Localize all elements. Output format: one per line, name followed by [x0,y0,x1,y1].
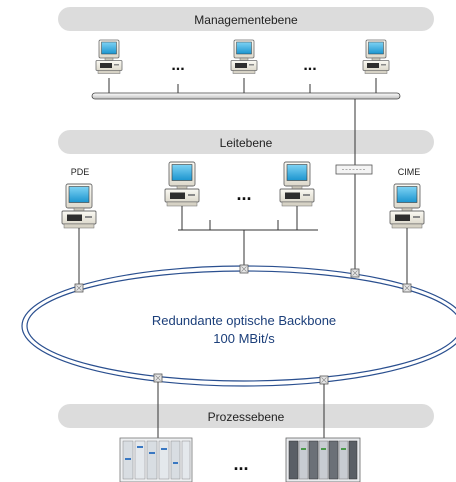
control-lan [178,206,318,268]
ring-connector-icon [350,268,360,278]
process-level-label: Prozessebene [208,410,285,424]
pde-label: PDE [71,167,90,177]
process-level-band [58,404,434,428]
workstation-icon [279,161,315,207]
management-lan [91,78,401,100]
cime-workstation-icon [389,183,425,229]
management-bus [91,92,401,100]
ellipsis-label: ... [233,454,248,474]
pde-workstation-icon [61,183,97,229]
backbone-speed: 100 MBit/s [213,331,275,346]
plc-rack-icon [119,437,193,482]
workstation-icon [362,39,390,74]
ellipsis-label: ... [236,184,251,204]
ring-connector-icon [239,264,249,274]
backbone-title: Redundante optische Backbone [152,313,336,328]
management-level-label: Managementebene [194,13,298,27]
control-level-band [58,130,434,154]
ellipsis-label: ... [171,57,184,74]
cime-label: CIME [398,167,421,177]
ring-connector-icon [74,283,84,293]
ring-connector-icon [319,375,329,385]
ring-connector-icon [153,373,163,383]
workstation-icon [230,39,258,74]
control-level-label: Leitebene [220,136,273,150]
workstation-icon [164,161,200,207]
ring-connector-icon [402,283,412,293]
plc-rack-icon [285,437,361,482]
workstation-icon [95,39,123,74]
management-level-band [58,7,434,31]
ellipsis-label: ... [303,57,316,74]
